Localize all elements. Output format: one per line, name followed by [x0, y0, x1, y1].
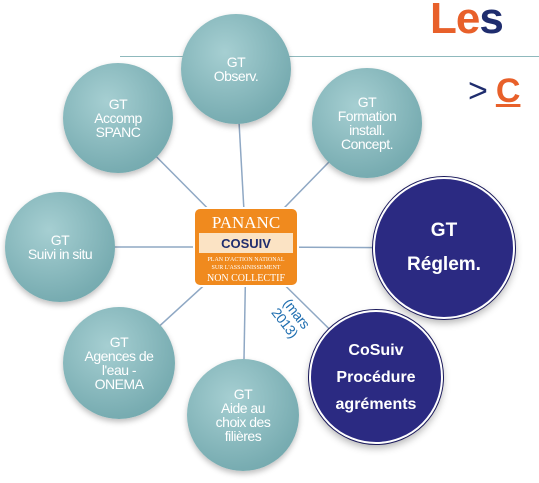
- title-part-orange: Le: [430, 0, 480, 43]
- node-gt-observ: GT Observ.: [181, 14, 291, 124]
- node-label: GT Aide au choix des filières: [215, 386, 271, 444]
- logo-line3: NON COLLECTIF: [207, 273, 285, 284]
- node-gt-aide-filieres: GT Aide au choix des filières: [187, 359, 299, 471]
- node-gt-formation: GT Formation install. Concept.: [312, 68, 422, 178]
- node-label: GT Suivi in situ: [27, 232, 93, 262]
- node-gt-suivi-in-situ: GT Suivi in situ: [5, 192, 115, 302]
- bullet-marker: >: [468, 72, 488, 110]
- logo-line1: PLAN D'ACTION NATIONAL: [207, 257, 284, 263]
- logo-line2: SUR L'ASSAINISSEMENT: [212, 265, 281, 271]
- node-label: GT Observ.: [213, 54, 259, 84]
- node-label: GT Accomp SPANC: [94, 96, 142, 140]
- pananc-cosuiv-logo: PANANC COSUIV PLAN D'ACTION NATIONAL SUR…: [193, 207, 299, 287]
- bullet-line: >C: [468, 72, 520, 111]
- title-part-blue: s: [479, 0, 504, 43]
- node-gt-reglem: GT Réglem.: [373, 177, 515, 319]
- node-label: CoSuiv Procédure agréments: [335, 341, 417, 413]
- node-label: GT Formation install. Concept.: [337, 94, 397, 152]
- bullet-text: C: [495, 72, 521, 110]
- logo-pananc-text: PANANC: [212, 213, 280, 232]
- node-cosuiv-agrements: CoSuiv Procédure agréments: [309, 310, 443, 444]
- node-gt-accomp-spanc: GT Accomp SPANC: [63, 63, 173, 173]
- slide-title: Les: [430, 0, 504, 44]
- node-label: GT Agences de l'eau - ONEMA: [84, 334, 154, 392]
- title-divider: [120, 56, 539, 57]
- node-gt-agences-onema: GT Agences de l'eau - ONEMA: [63, 307, 175, 419]
- logo-cosuiv-text: COSUIV: [221, 236, 271, 251]
- node-label: GT Réglem.: [407, 220, 481, 275]
